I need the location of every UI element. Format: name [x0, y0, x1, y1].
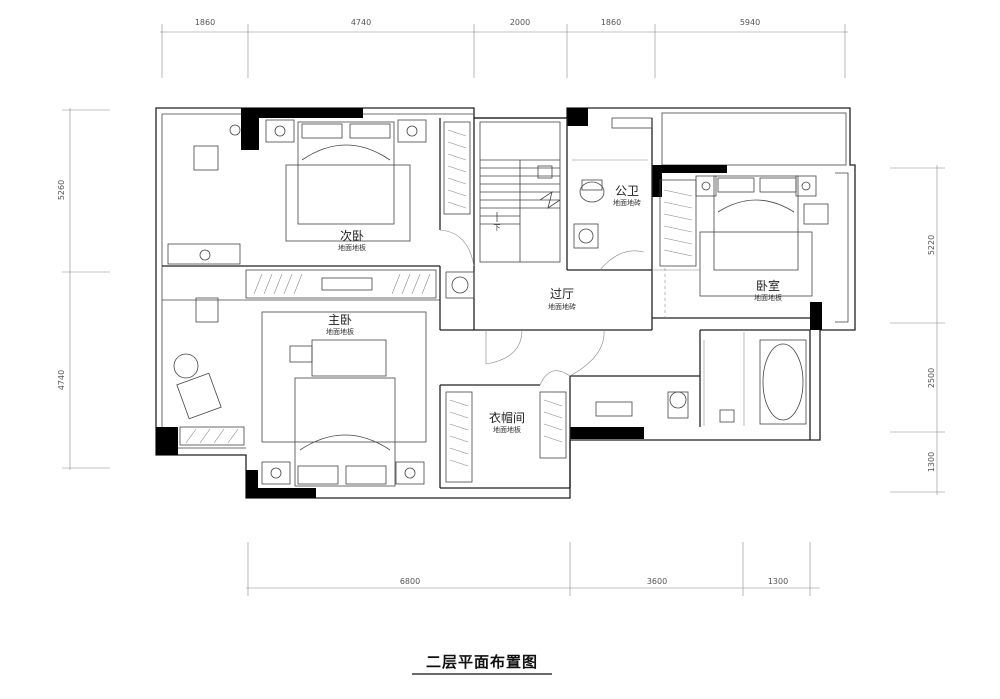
dim-top-4: 1860: [601, 18, 621, 27]
hall-fixture: [445, 271, 475, 299]
bedroom-furniture: [695, 175, 829, 297]
room-name-hall: 过厅: [550, 287, 574, 301]
top-dimension-line: 1860 4740 2000 1860 5940: [160, 18, 848, 78]
room-floor-public-bath: 地面地砖: [613, 198, 641, 207]
room-floor-master-bedroom: 地面地板: [326, 327, 354, 336]
dim-bottom-3: 1300: [768, 577, 788, 586]
right-dimension-line: 5220 2500 1300: [890, 165, 945, 495]
staircase: 下: [479, 121, 561, 263]
room-labels: 次卧 地面地板 主卧 地面地板 公卫 地面地砖 卧室 地面地板 过厅 地面地砖 …: [326, 184, 782, 434]
dim-top-3: 2000: [510, 18, 530, 27]
room-name-second-bedroom: 次卧: [340, 229, 364, 243]
room-floor-hall: 地面地砖: [548, 302, 576, 311]
dim-bottom-1: 6800: [400, 577, 420, 586]
left-dimension-line: 5260 4740: [57, 108, 110, 470]
room-name-bedroom: 卧室: [756, 278, 780, 293]
room-name-master-bedroom: 主卧: [328, 313, 352, 327]
outer-walls: [155, 107, 856, 499]
wardrobes: [179, 121, 697, 483]
dim-top-1: 1860: [195, 18, 215, 27]
columns: [156, 108, 822, 498]
stair-down-label: 下: [494, 224, 501, 232]
master-bath-fixtures: [595, 332, 807, 426]
room-floor-second-bedroom: 地面地板: [338, 243, 366, 252]
public-bath-fixtures: [572, 117, 653, 249]
master-bedroom-furniture: [173, 297, 427, 487]
plan-title-block: 二层平面布置图: [412, 653, 552, 675]
interior-walls: [162, 118, 849, 489]
second-bedroom-furniture: [167, 119, 427, 265]
room-floor-closet: 地面地板: [493, 425, 521, 434]
dim-right-2: 2500: [927, 368, 936, 388]
dim-left-1: 5260: [57, 180, 66, 200]
dim-top-5: 5940: [740, 18, 760, 27]
dim-left-2: 4740: [57, 370, 66, 390]
room-name-closet: 衣帽间: [489, 410, 525, 425]
doors: [439, 229, 700, 386]
room-floor-bedroom: 地面地板: [754, 293, 782, 302]
dim-top-2: 4740: [351, 18, 371, 27]
dim-right-1: 5220: [927, 235, 936, 255]
bottom-dimension-line: 6800 3600 1300: [246, 542, 820, 596]
plan-title: 二层平面布置图: [426, 653, 538, 671]
dim-right-3: 1300: [927, 452, 936, 472]
room-name-public-bath: 公卫: [615, 184, 639, 198]
dim-bottom-2: 3600: [647, 577, 667, 586]
